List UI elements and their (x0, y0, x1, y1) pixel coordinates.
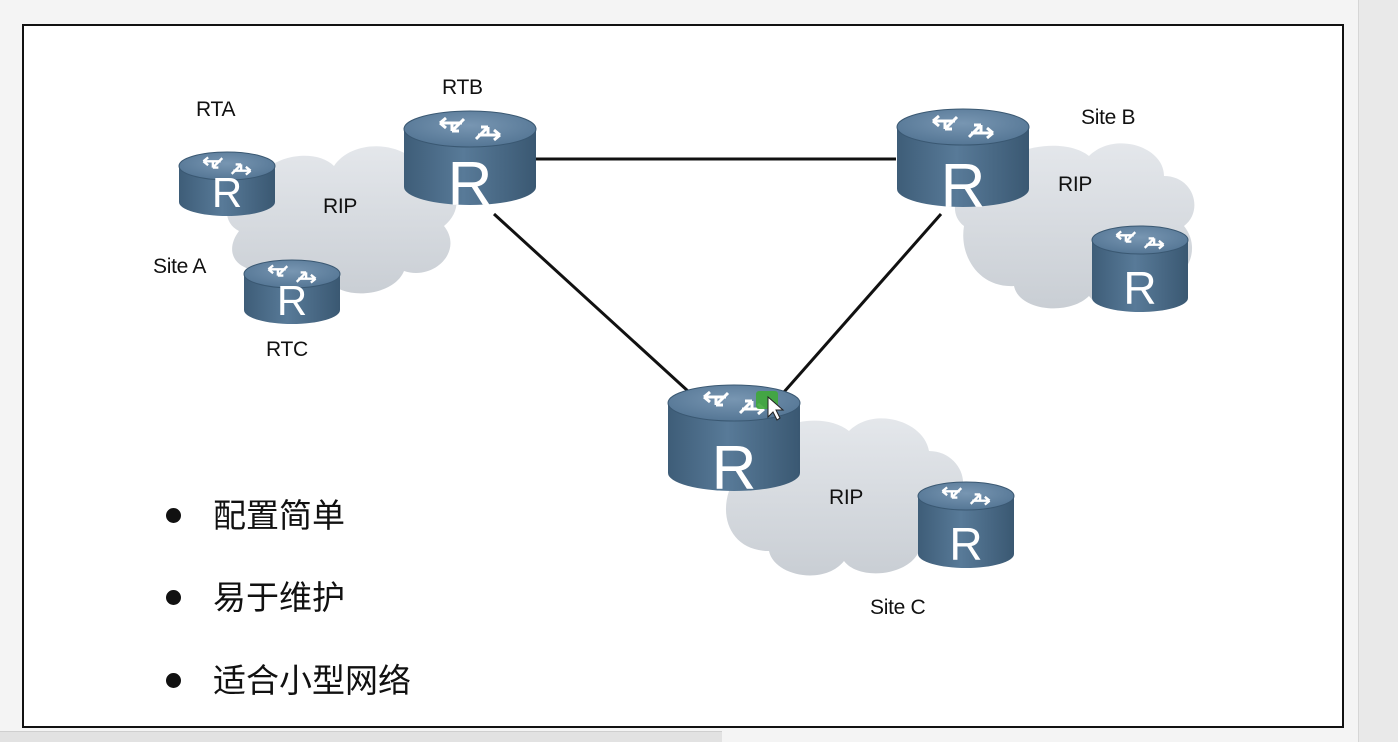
links (492, 157, 943, 394)
label-rtb: RTB (442, 76, 483, 99)
bottom-bar (0, 731, 722, 742)
bullet-text: 适合小型网络 (213, 661, 411, 700)
network-topology-diagram: R R R R (178, 108, 1195, 576)
label-site-b: Site B (1081, 106, 1136, 129)
link-rtb-sitec (492, 212, 691, 394)
cursor-highlight-icon (756, 391, 785, 421)
bullet-dot-icon (166, 673, 181, 688)
router-site-c-small[interactable]: R (917, 481, 1015, 570)
svg-text:R: R (941, 152, 986, 221)
label-rta: RTA (196, 98, 236, 121)
svg-text:R: R (448, 150, 493, 219)
svg-text:R: R (277, 277, 307, 324)
bullet-text: 配置简单 (213, 496, 345, 535)
router-site-c-main[interactable]: R (667, 384, 801, 503)
label-rtc: RTC (266, 338, 308, 361)
router-rtb[interactable]: R (403, 110, 537, 219)
cloud-site-a (227, 146, 457, 296)
slide: R R R R (22, 24, 1344, 728)
link-siteb-sitec (782, 213, 943, 393)
svg-text:R: R (712, 434, 757, 503)
router-site-b-main[interactable]: R (896, 108, 1030, 221)
bullet-dot-icon (166, 590, 181, 605)
router-rta[interactable]: R (178, 151, 276, 216)
svg-text:R: R (1123, 262, 1156, 314)
label-protocol-site-a: RIP (323, 195, 358, 218)
label-protocol-site-b: RIP (1058, 173, 1093, 196)
side-panel (1358, 0, 1398, 742)
router-rtc[interactable]: R (243, 259, 341, 324)
svg-text:R: R (949, 518, 982, 570)
svg-text:R: R (212, 169, 242, 216)
router-site-b-small[interactable]: R (1091, 225, 1189, 314)
label-protocol-site-c: RIP (829, 486, 864, 509)
bullet-dot-icon (166, 508, 181, 523)
label-site-c: Site C (870, 596, 926, 619)
bullet-text: 易于维护 (213, 578, 345, 617)
label-site-a: Site A (153, 255, 207, 278)
